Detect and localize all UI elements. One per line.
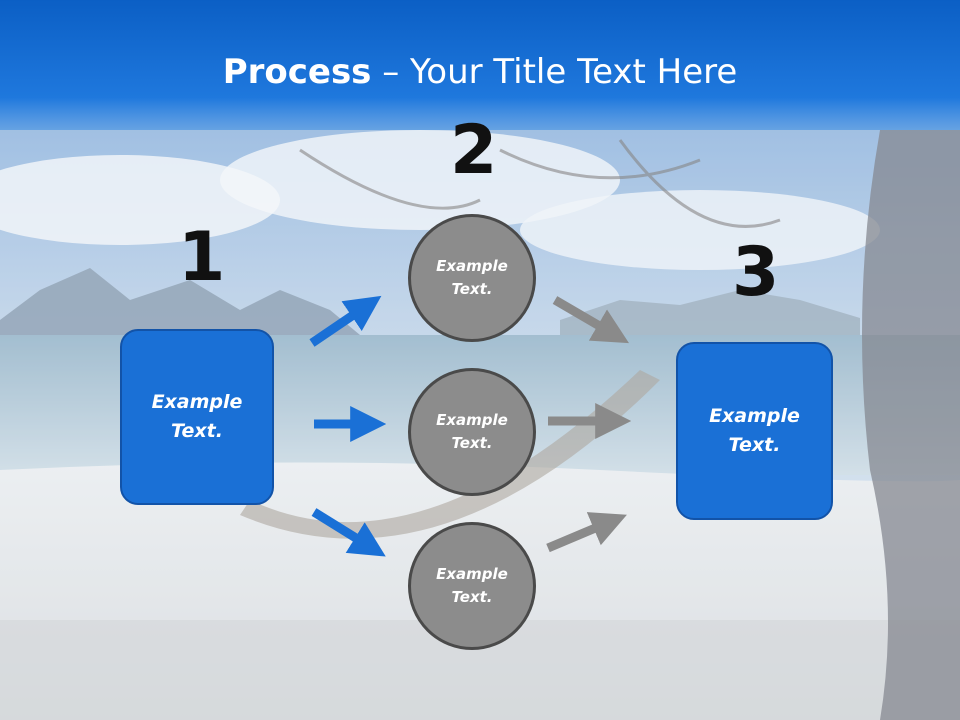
step-number-1: 1 [178,218,226,297]
step-number-2: 2 [450,111,498,190]
left-process-box: Example Text. [120,329,274,505]
step-number-3: 3 [732,233,780,312]
slide-title: Process – Your Title Text Here [0,52,960,92]
title-bold: Process [222,52,372,92]
arrow-blue-down [311,508,386,557]
circle-bottom: Example Text. [408,522,536,650]
right-process-box: Example Text. [676,342,833,520]
arrow-blue-up [309,295,382,347]
circle-top: Example Text. [408,214,536,342]
circle-middle-label: Example Text. [436,411,508,452]
right-box-label: Example Text. [709,405,800,456]
circle-bottom-label: Example Text. [436,565,508,606]
left-box-label: Example Text. [151,391,243,442]
title-rest: – Your Title Text Here [371,52,738,92]
circle-middle: Example Text. [408,368,536,496]
arrow-gray-down [552,296,629,344]
circle-top-label: Example Text. [436,257,508,298]
arrow-gray-up [546,512,627,553]
title-bar [0,0,960,130]
